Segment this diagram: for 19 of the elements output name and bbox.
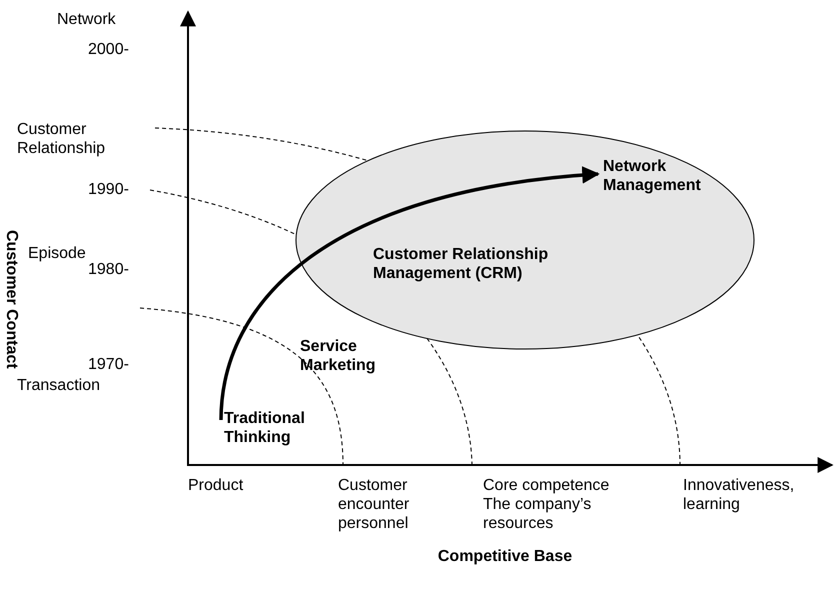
stage-label: Network Management (603, 157, 713, 195)
axis-label: Transaction (17, 376, 101, 395)
stage-label: Traditional Thinking (224, 409, 334, 447)
year-label: 1990- (88, 180, 130, 199)
year-label: 1980- (88, 260, 130, 279)
axis-label: Episode (28, 244, 87, 263)
stage-label: Customer Relationship Management (CRM) (373, 245, 613, 283)
axis-title: Customer Contact (2, 230, 21, 369)
year-label: 1970- (88, 355, 130, 374)
axis-label: Product (188, 476, 244, 495)
axis-label: Customer Relationship (17, 120, 106, 158)
curved-arrow (219, 166, 600, 420)
stage-label: Service Marketing (300, 337, 400, 375)
axis-title: Competitive Base (436, 547, 574, 566)
axis-label: Core competence The company’s resources (483, 476, 610, 533)
axis-label: Network (57, 10, 117, 29)
year-label: 2000- (88, 40, 130, 59)
axis-label: Innovativeness, learning (683, 476, 796, 514)
axis-label: Customer encounter personnel (338, 476, 410, 533)
